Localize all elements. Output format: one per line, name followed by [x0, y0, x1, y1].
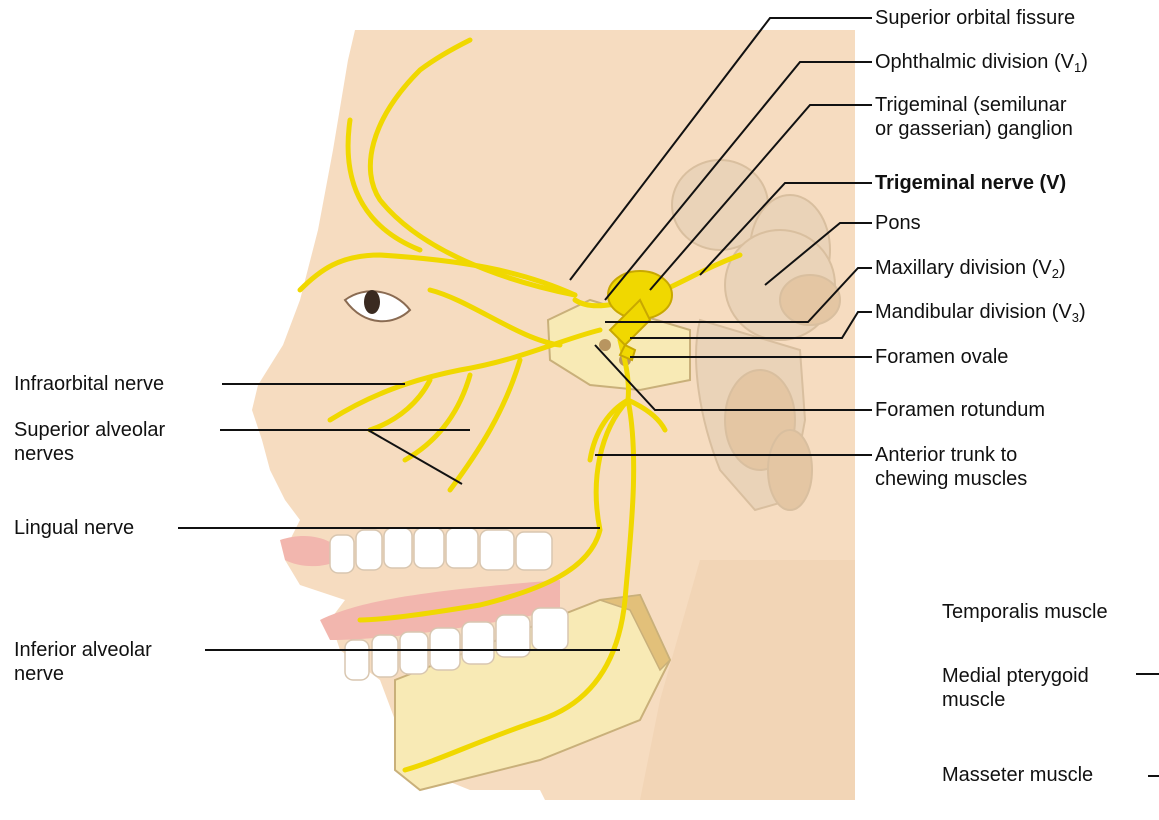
- label-anterior-trunk-line1: Anterior trunk to: [875, 443, 1027, 467]
- label-anterior-trunk: Anterior trunk to chewing muscles: [875, 443, 1027, 491]
- label-maxillary-sub: 2: [1052, 266, 1059, 281]
- label-inferior-alveolar-line2: nerve: [14, 662, 152, 686]
- label-superior-alveolar-line2: nerves: [14, 442, 165, 466]
- label-foramen-ovale: Foramen ovale: [875, 345, 1008, 369]
- label-masseter-muscle: Masseter muscle: [942, 763, 1093, 787]
- label-mandibular-text: Mandibular division (V: [875, 301, 1072, 323]
- label-mandibular-close: ): [1079, 301, 1086, 323]
- label-mandibular-sub: 3: [1072, 310, 1079, 325]
- label-foramen-rotundum: Foramen rotundum: [875, 398, 1045, 422]
- label-superior-alveolar-line1: Superior alveolar: [14, 418, 165, 442]
- upper-teeth: [330, 528, 552, 573]
- label-infraorbital-nerve: Infraorbital nerve: [14, 372, 164, 396]
- label-trigeminal-ganglion-line2: or gasserian) ganglion: [875, 117, 1073, 141]
- label-ophthalmic-text: Ophthalmic division (V: [875, 51, 1074, 73]
- label-superior-orbital-fissure: Superior orbital fissure: [875, 6, 1075, 30]
- label-trigeminal-ganglion: Trigeminal (semilunar or gasserian) gang…: [875, 93, 1073, 141]
- label-pons: Pons: [875, 211, 921, 235]
- label-ophthalmic-division: Ophthalmic division (V1): [875, 50, 1088, 74]
- label-trigeminal-nerve: Trigeminal nerve (V): [875, 171, 1066, 195]
- label-medial-pterygoid-line2: muscle: [942, 688, 1089, 712]
- label-maxillary-text: Maxillary division (V: [875, 257, 1052, 279]
- label-maxillary-close: ): [1059, 257, 1066, 279]
- label-temporalis-muscle: Temporalis muscle: [942, 600, 1108, 624]
- label-trigeminal-ganglion-line1: Trigeminal (semilunar: [875, 93, 1073, 117]
- label-ophthalmic-close: ): [1081, 51, 1088, 73]
- label-medial-pterygoid: Medial pterygoid muscle: [942, 664, 1089, 712]
- label-superior-alveolar-nerves: Superior alveolar nerves: [14, 418, 165, 466]
- label-mandibular-division: Mandibular division (V3): [875, 300, 1086, 324]
- label-maxillary-division: Maxillary division (V2): [875, 256, 1066, 280]
- label-medial-pterygoid-line1: Medial pterygoid: [942, 664, 1089, 688]
- label-lingual-nerve: Lingual nerve: [14, 516, 134, 540]
- label-inferior-alveolar-line1: Inferior alveolar: [14, 638, 152, 662]
- label-inferior-alveolar-nerve: Inferior alveolar nerve: [14, 638, 152, 686]
- label-anterior-trunk-line2: chewing muscles: [875, 467, 1027, 491]
